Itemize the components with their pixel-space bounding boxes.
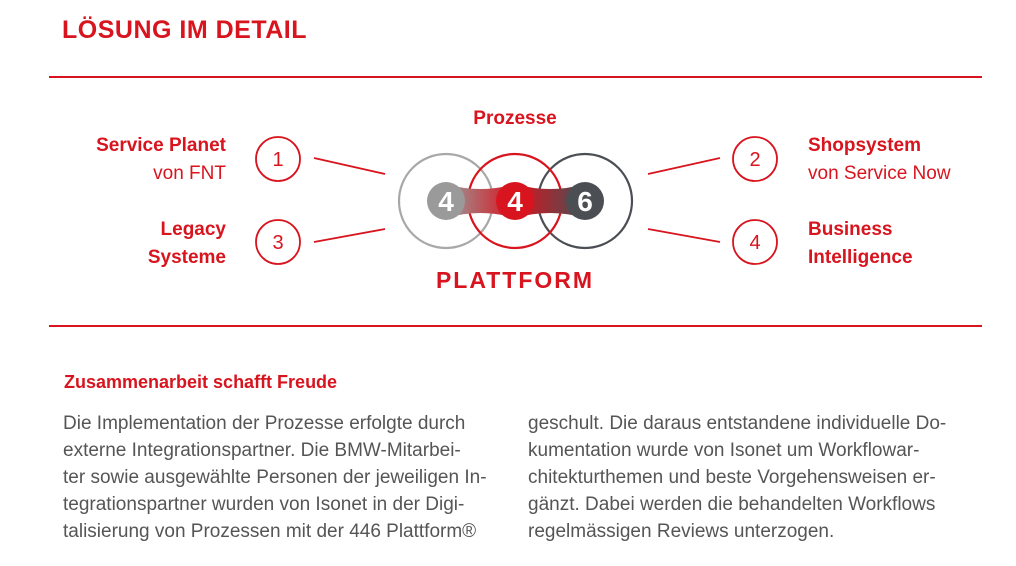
number-3: 3 [272, 232, 283, 254]
number-circle-4: 4 [732, 219, 778, 265]
logo-dot-center [496, 182, 534, 220]
number-4: 4 [749, 232, 760, 254]
number-circle-2: 2 [732, 136, 778, 182]
item-3-title-line-2: Systeme [147, 247, 226, 268]
item-1-title: Service Planet [96, 135, 226, 156]
logo-digit-3: 6 [577, 186, 593, 217]
number-circle-1: 1 [255, 136, 301, 182]
connector-line-3 [313, 228, 386, 243]
connector-line-1 [313, 157, 386, 175]
connector-line-4 [647, 228, 721, 243]
right-line-3: chitekturthemen und beste Vorgehensweise… [528, 467, 936, 488]
item-3-title-line-1: Legacy [160, 219, 226, 240]
page-title: LÖSUNG IM DETAIL [62, 16, 308, 44]
connector-line-2 [647, 157, 721, 175]
logo-digit-1: 4 [438, 186, 454, 217]
platform-logo: 4 4 6 [397, 152, 634, 250]
item-1-subtitle: von FNT [153, 163, 226, 184]
item-1-label: Service Planet von FNT [60, 132, 226, 188]
item-4-label: Business Intelligence [808, 216, 1008, 272]
diagram-top-label: Prozesse [473, 108, 556, 129]
number-2: 2 [749, 149, 760, 171]
logo-digit-2: 4 [507, 186, 523, 217]
right-line-4: gänzt. Dabei werden die behandelten Work… [528, 494, 936, 515]
right-line-1: geschult. Die daraus entstandene individ… [528, 413, 947, 434]
top-divider [49, 76, 982, 78]
logo-dot-left [427, 182, 465, 220]
item-2-label: Shopsystem von Service Now [808, 132, 1008, 188]
left-line-1: Die Implementation der Prozesse erfolgte… [63, 413, 466, 434]
left-line-4: tegrationspartner wurden von Isonet in d… [63, 494, 465, 515]
section-heading: Zusammenarbeit schafft Freude [64, 372, 338, 392]
right-line-2: kumentation wurde von Isonet um Workflow… [528, 440, 920, 461]
left-line-5: talisierung von Prozessen mit der 446 Pl… [63, 521, 477, 542]
number-1: 1 [272, 149, 283, 171]
left-line-3: ter sowie ausgewählte Personen der jewei… [63, 467, 487, 488]
item-2-title: Shopsystem [808, 135, 921, 156]
logo-dot-right [566, 182, 604, 220]
platform-label: PLATTFORM [436, 267, 594, 293]
left-line-2: externe Integrationspartner. Die BMW-Mit… [63, 440, 461, 461]
right-line-5: regelmässigen Reviews unterzogen. [528, 521, 835, 542]
item-3-label: Legacy Systeme [60, 216, 226, 272]
article-column-right: geschult. Die daraus entstandene individ… [528, 410, 968, 545]
item-4-title-line-1: Business [808, 219, 893, 240]
number-circle-3: 3 [255, 219, 301, 265]
article-column-left: Die Implementation der Prozesse erfolgte… [63, 410, 503, 545]
item-2-subtitle: von Service Now [808, 163, 951, 184]
item-4-title-line-2: Intelligence [808, 247, 913, 268]
bottom-divider [49, 325, 982, 327]
